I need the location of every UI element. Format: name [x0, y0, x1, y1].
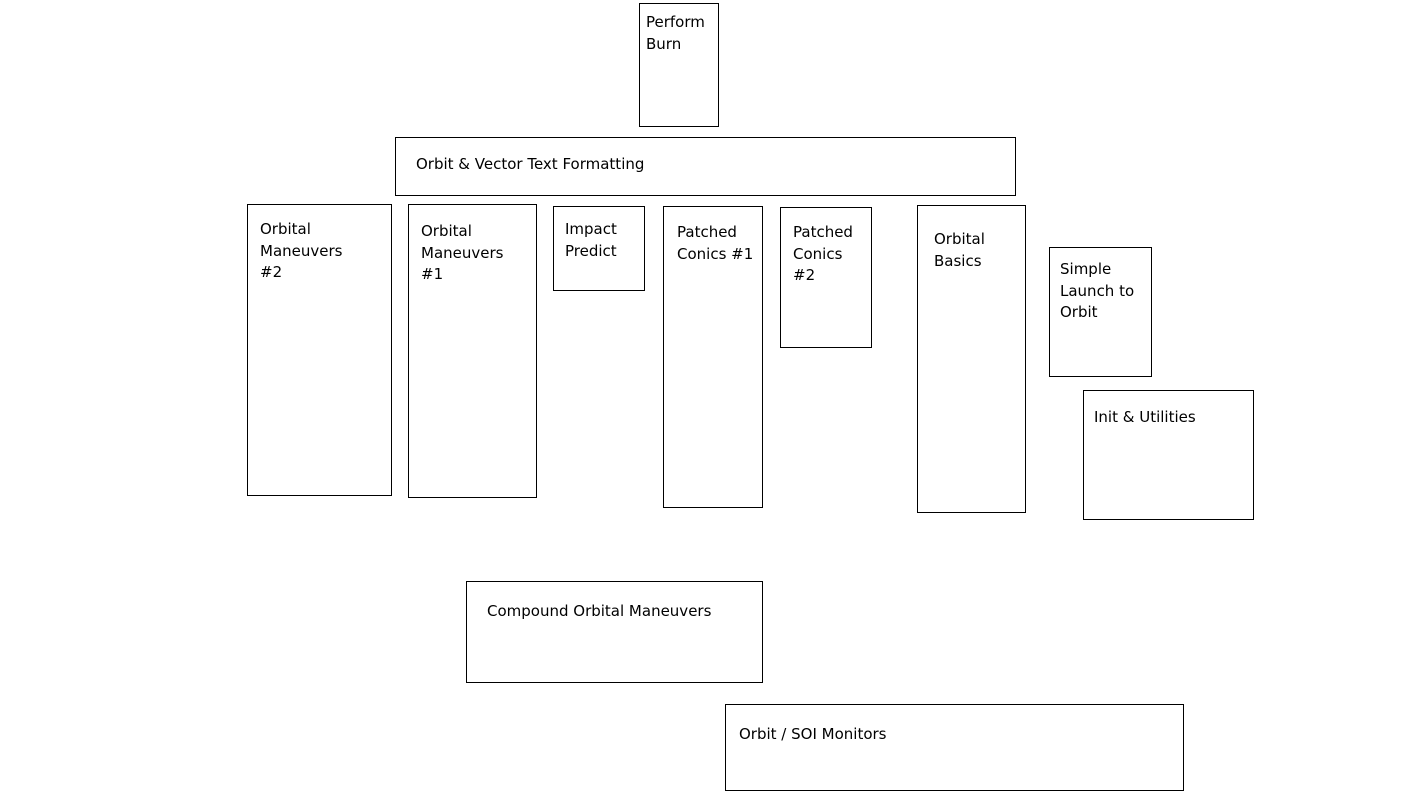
patched-conics-2-label: Patched Conics #2: [793, 223, 853, 284]
compound-maneuvers-label: Compound Orbital Maneuvers: [487, 602, 712, 620]
perform-burn-block: Perform Burn: [639, 3, 719, 127]
patched-conics-1-label: Patched Conics #1: [677, 223, 754, 263]
impact-predict-label: Impact Predict: [565, 220, 617, 260]
simple-launch-label: Simple Launch to Orbit: [1060, 260, 1135, 321]
text-formatting-block: Orbit & Vector Text Formatting: [395, 137, 1016, 196]
orbit-soi-monitors-label: Orbit / SOI Monitors: [739, 725, 887, 743]
orbit-soi-monitors-block: Orbit / SOI Monitors: [725, 704, 1184, 791]
orbital-basics-block: Orbital Basics: [917, 205, 1026, 513]
init-utilities-block: Init & Utilities: [1083, 390, 1254, 520]
patched-conics-1-block: Patched Conics #1: [663, 206, 763, 508]
orbital-maneuvers-2-block: Orbital Maneuvers #2: [247, 204, 392, 496]
init-utilities-label: Init & Utilities: [1094, 408, 1196, 426]
orbital-maneuvers-1-block: Orbital Maneuvers #1: [408, 204, 537, 498]
compound-maneuvers-block: Compound Orbital Maneuvers: [466, 581, 763, 683]
text-formatting-label: Orbit & Vector Text Formatting: [416, 155, 645, 173]
perform-burn-label: Perform Burn: [646, 13, 705, 53]
simple-launch-block: Simple Launch to Orbit: [1049, 247, 1152, 377]
orbital-maneuvers-2-label: Orbital Maneuvers #2: [260, 220, 343, 281]
orbital-basics-label: Orbital Basics: [934, 230, 985, 270]
patched-conics-2-block: Patched Conics #2: [780, 207, 872, 348]
impact-predict-block: Impact Predict: [553, 206, 645, 291]
orbital-maneuvers-1-label: Orbital Maneuvers #1: [421, 222, 504, 283]
